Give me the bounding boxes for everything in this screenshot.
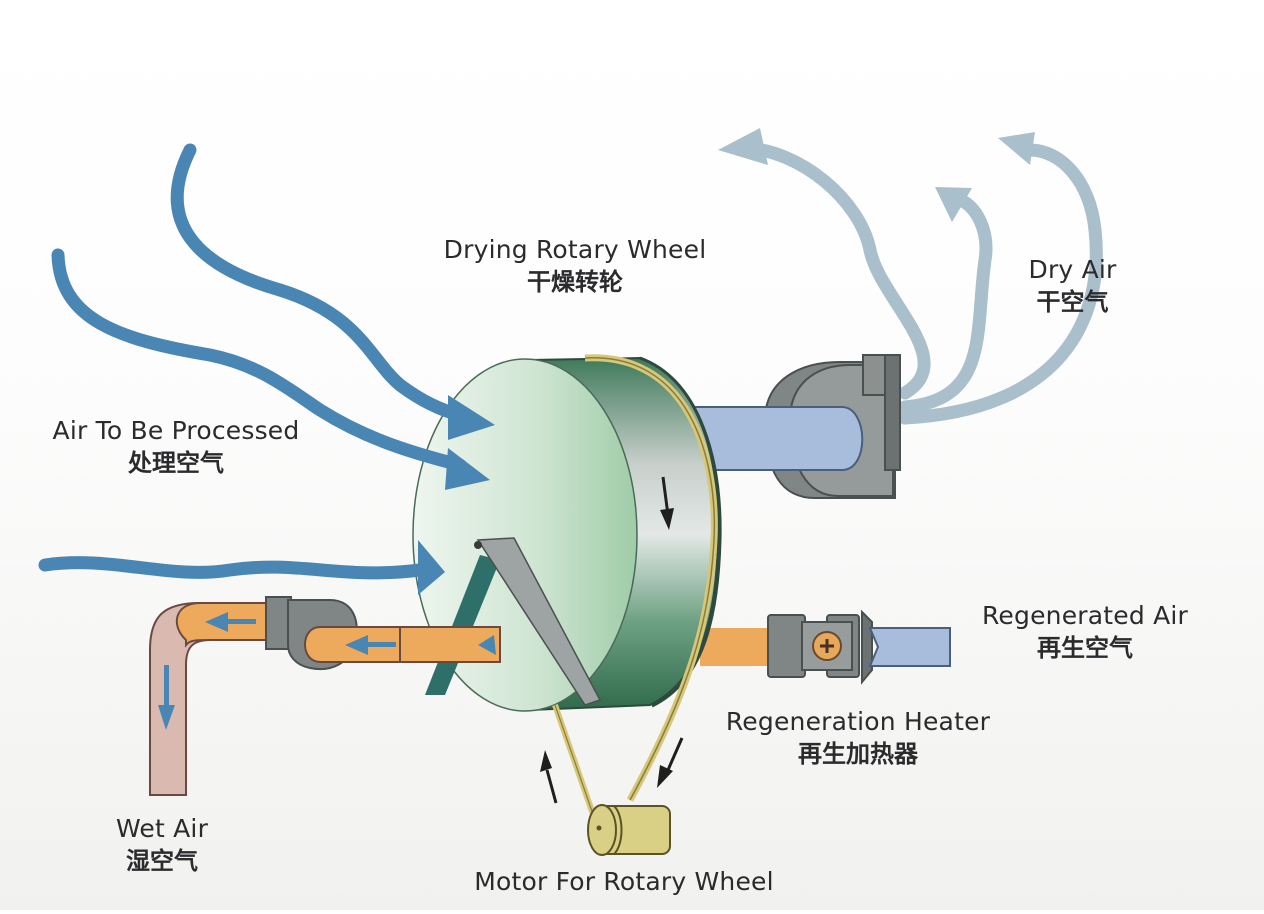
wet-flow-arrow-1: [205, 612, 228, 632]
belt-down-arrow-icon: [657, 737, 684, 788]
dry-air-arrowhead-2: [935, 187, 972, 222]
label-en: Regenerated Air: [981, 601, 1189, 630]
regen-air-inlet-duct: [868, 627, 951, 667]
label-zh: 处理空气: [128, 449, 224, 478]
label-en: Dry Air: [1028, 255, 1117, 284]
dry-air-arrowhead-3: [998, 132, 1035, 165]
dry-air-arrows: [738, 141, 1103, 425]
label-zh: 再生加热器: [798, 740, 918, 769]
label-en: Air To Be Processed: [52, 416, 300, 445]
belt-up-arrow-icon: [540, 750, 558, 804]
label-zh: 干燥转轮: [527, 268, 623, 297]
heater-clamp-left: [767, 614, 806, 678]
label-zh: 再生空气: [1037, 634, 1133, 663]
process-air-arrows: [38, 143, 467, 580]
wet-flow-arrow-4: [158, 705, 175, 730]
process-air-arrow-1: [170, 143, 467, 422]
process-arrowhead-2: [445, 448, 490, 490]
dry-air-fan: [689, 354, 901, 499]
drying-rotary-wheel: [412, 354, 722, 802]
label-zh: 湿空气: [126, 847, 198, 876]
label-regenerated-air: Regenerated Air 再生空气: [950, 600, 1220, 663]
process-arrowhead-3: [418, 540, 445, 595]
dry-air-arrowheads: [718, 128, 1035, 222]
label-drying-rotary-wheel: Drying Rotary Wheel 干燥转轮: [415, 234, 735, 297]
label-wet-air: Wet Air 湿空气: [92, 813, 232, 876]
dry-air-arrowhead-1: [718, 128, 768, 165]
process-arrowhead-1: [448, 395, 495, 440]
wet-air-fan-flange: [265, 596, 292, 650]
label-dry-air: Dry Air 干空气: [1010, 254, 1135, 317]
label-air-to-be-processed: Air To Be Processed 处理空气: [20, 415, 332, 478]
label-regeneration-heater: Regeneration Heater 再生加热器: [688, 706, 1028, 769]
label-en: Motor For Rotary Wheel: [474, 867, 774, 896]
process-air-arrowheads: [418, 395, 495, 595]
motor-pulley: [587, 804, 617, 856]
label-en: Drying Rotary Wheel: [443, 235, 707, 264]
label-motor-for-rotary-wheel: Motor For Rotary Wheel: [434, 866, 814, 897]
motor-for-rotary-wheel: [540, 704, 684, 856]
dry-air-arrow-2: [898, 193, 993, 414]
rotation-arrow-icon: [660, 476, 674, 530]
label-en: Regeneration Heater: [725, 707, 991, 736]
partition-bar-grey: [476, 537, 602, 706]
dry-air-arrow-1: [738, 141, 931, 400]
regeneration-line: [700, 609, 951, 685]
label-en: Wet Air: [115, 814, 209, 843]
wet-flow-arrow-2: [345, 635, 368, 655]
dry-air-duct: [689, 406, 864, 471]
process-air-arrow-2: [51, 248, 467, 472]
regen-hot-duct: [700, 628, 780, 666]
label-zh: 干空气: [1036, 288, 1109, 317]
dry-air-arrow-3: [898, 143, 1103, 425]
process-air-arrow-3: [38, 556, 427, 580]
wet-air-flow-arrows: [158, 612, 494, 730]
regen-air-inlet-flange: [861, 609, 873, 685]
